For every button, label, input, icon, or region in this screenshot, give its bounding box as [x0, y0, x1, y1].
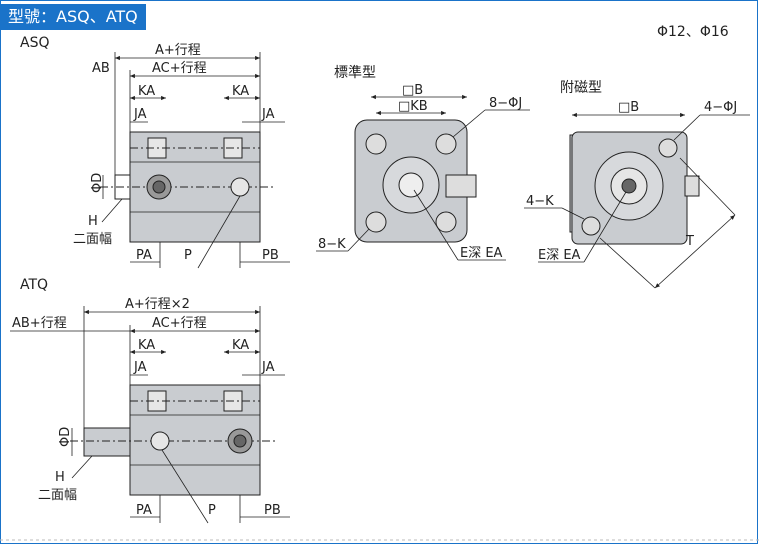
asq-dim-pa: PA — [136, 248, 152, 263]
magnetic-label: 附磁型 — [560, 80, 602, 96]
standard-end-view: 標準型 □B □KB 8−ΦJ 8−K E深 EA — [316, 65, 530, 261]
standard-depth-leader — [413, 189, 459, 261]
size-range: Φ12、Φ16 — [657, 24, 729, 40]
magnetic-t-ext-2 — [679, 157, 736, 216]
atq-label-h: H — [55, 470, 65, 485]
atq-side-view: ATQ A+行程×2 AB+行程 AC+行程 KA KA — [10, 277, 290, 524]
magnetic-depth-leader — [583, 191, 627, 263]
standard-rod-end — [398, 172, 424, 198]
atq-dim-ac: AC+行程 — [152, 316, 207, 331]
magnetic-hole-bl — [581, 216, 601, 236]
asq-dim-ka-left: KA — [138, 84, 155, 99]
magnetic-end-view: 附磁型 □B 4−ΦJ 4−K E深 EA T — [524, 80, 750, 289]
atq-dim-pa: PA — [136, 503, 152, 518]
standard-thread: 8−K — [318, 237, 346, 252]
magnetic-holes-leader — [673, 114, 701, 141]
atq-dim-pb: PB — [264, 503, 281, 518]
asq-label-h: H — [88, 214, 98, 229]
asq-h-leader — [101, 198, 123, 223]
atq-label: ATQ — [20, 277, 48, 293]
asq-dim-phid: ΦD — [90, 173, 105, 193]
magnetic-dim-t-line — [654, 214, 736, 289]
atq-dim-ja-left: JA — [133, 360, 147, 375]
standard-dim-b: □B — [402, 83, 423, 98]
magnetic-t-ext-1 — [599, 237, 656, 289]
atq-extended-rod — [83, 427, 131, 457]
asq-side-view: ASQ A+行程 AC+行程 AB K — [20, 35, 290, 269]
atq-dim-phid: ΦD — [58, 427, 73, 447]
standard-holes: 8−ΦJ — [489, 96, 522, 111]
standard-thread-leader — [347, 228, 370, 252]
asq-dim-a: A+行程 — [155, 43, 201, 58]
asq-dim-pb: PB — [262, 248, 279, 263]
atq-dim-ka-right: KA — [232, 338, 249, 353]
magnetic-port — [684, 175, 700, 197]
standard-hole-tl — [365, 133, 387, 155]
asq-label: ASQ — [20, 35, 49, 51]
magnetic-thread-leader — [561, 207, 585, 220]
standard-hole-tr — [435, 133, 457, 155]
standard-port — [445, 174, 477, 198]
standard-depth: E深 EA — [460, 246, 503, 261]
asq-dim-ja-left: JA — [133, 107, 147, 122]
atq-p-leader — [161, 449, 209, 524]
magnetic-thread: 4−K — [526, 194, 554, 209]
standard-label: 標準型 — [334, 65, 376, 81]
standard-holes-leader — [452, 109, 486, 138]
atq-dim-ka-left: KA — [138, 338, 155, 353]
asq-dim-p: P — [184, 248, 192, 263]
atq-h-leader — [71, 455, 93, 479]
asq-label-flats: 二面幅 — [73, 232, 112, 247]
atq-port-fitting-core — [233, 434, 247, 448]
asq-dim-ab: AB — [92, 61, 110, 76]
standard-hole-br — [435, 211, 457, 233]
asq-dim-ka-right: KA — [232, 84, 249, 99]
magnetic-hole-tr — [658, 138, 678, 158]
asq-p-leader — [197, 195, 241, 269]
atq-dim-p: P — [208, 503, 216, 518]
standard-hole-bl — [365, 211, 387, 233]
atq-port-p — [150, 431, 170, 451]
magnetic-holes: 4−ΦJ — [704, 100, 737, 115]
asq-port-p — [230, 177, 250, 197]
atq-dim-ja-right: JA — [261, 360, 275, 375]
asq-dim-ja-right: JA — [261, 107, 275, 122]
standard-dim-kb: □KB — [398, 99, 428, 114]
asq-port-fitting-core — [152, 180, 166, 194]
magnetic-rod-end — [621, 178, 637, 194]
magnetic-dim-t: T — [685, 234, 694, 249]
magnetic-depth: E深 EA — [538, 248, 581, 263]
atq-label-flats: 二面幅 — [38, 488, 77, 503]
model-title: 型號：ASQ、ATQ — [0, 4, 146, 30]
atq-dim-a: A+行程×2 — [125, 297, 190, 312]
atq-dim-ab: AB+行程 — [12, 316, 67, 331]
magnetic-dim-b: □B — [618, 100, 639, 115]
asq-dim-ac: AC+行程 — [152, 61, 207, 76]
